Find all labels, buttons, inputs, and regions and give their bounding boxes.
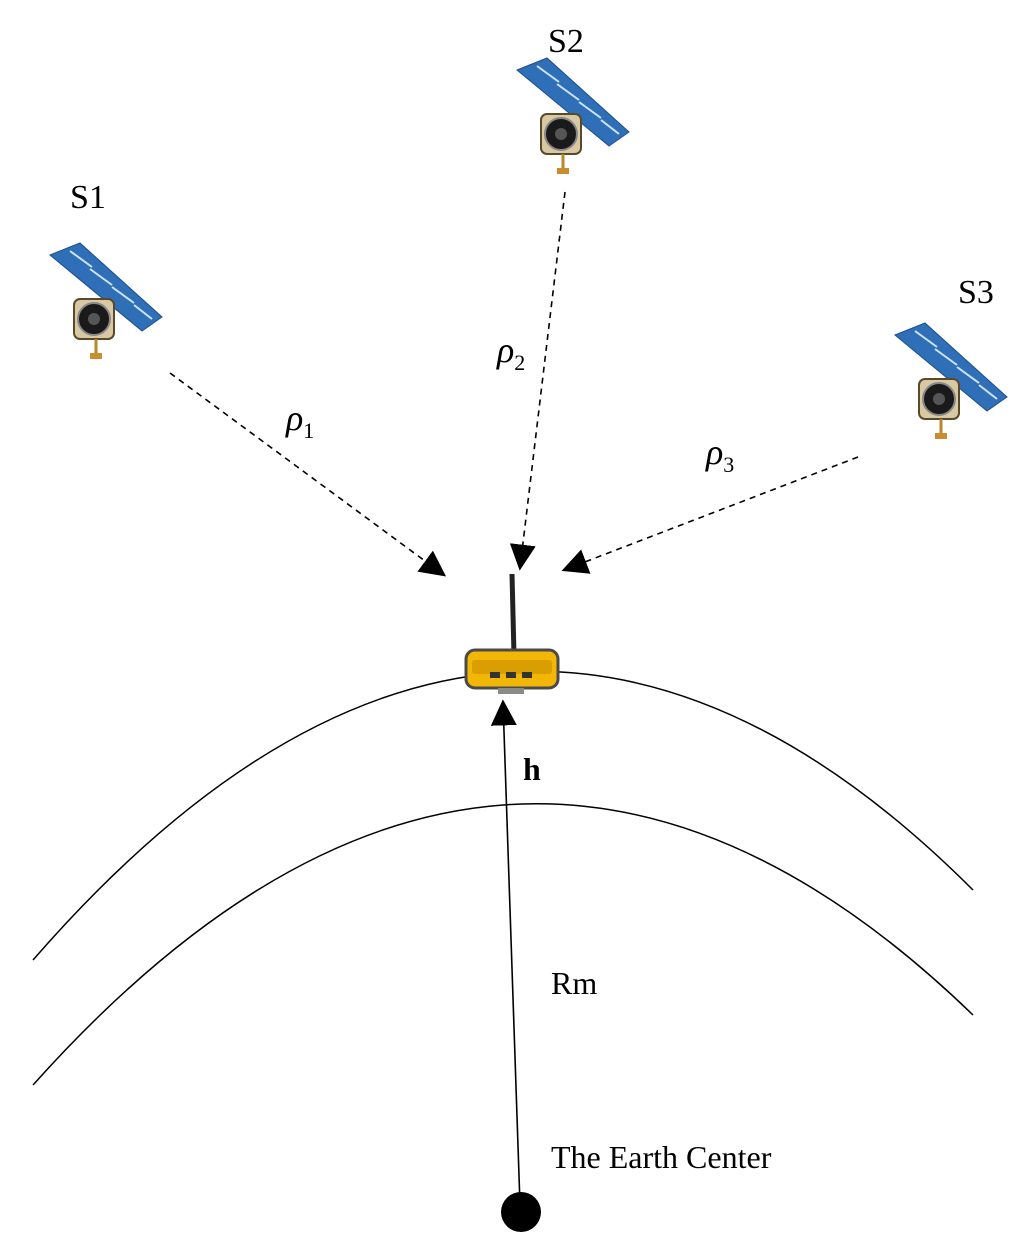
earth-center-dot: [501, 1192, 541, 1232]
rho1-symbol: ρ: [285, 398, 303, 438]
height-label: h: [523, 751, 541, 787]
range-label-rho3: ρ3: [705, 432, 734, 477]
satellite-label-s3: S3: [958, 274, 994, 311]
range-label-rho2: ρ2: [496, 330, 525, 375]
satellite-s1: [48, 241, 164, 361]
rho2-subscript: 2: [514, 350, 525, 375]
rho3-symbol: ρ: [705, 432, 723, 472]
radius-label: Rm: [551, 965, 597, 1001]
range-line-s3: [561, 456, 859, 574]
range-line-s2: [509, 191, 566, 571]
radius-vector: [490, 699, 521, 1206]
satellite-label-s1: S1: [70, 179, 106, 216]
earth-center-label: The Earth Center: [551, 1139, 772, 1175]
range-line-s1: [169, 372, 447, 577]
range-label-rho1: ρ1: [285, 398, 314, 443]
inner-earth-arc: [32, 803, 974, 1086]
satellite-s2: [515, 56, 631, 176]
rho2-symbol: ρ: [496, 330, 514, 370]
satellite-s3: [893, 321, 1009, 441]
rho3-subscript: 3: [723, 452, 734, 477]
satellite-label-s2: S2: [548, 23, 584, 60]
receiver-antenna: [509, 573, 517, 656]
rho1-subscript: 1: [303, 418, 314, 443]
gnss-receiver: [464, 573, 560, 694]
